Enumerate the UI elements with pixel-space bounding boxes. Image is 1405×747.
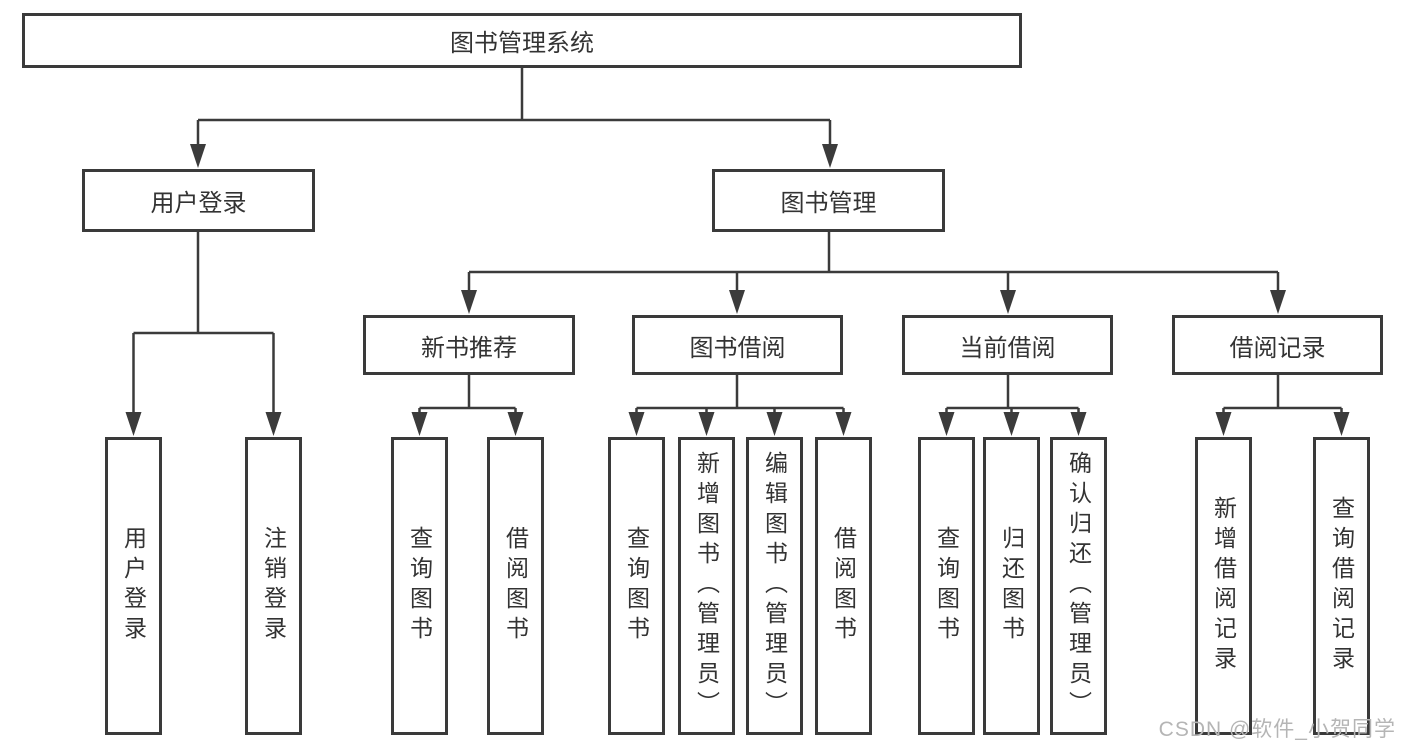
node-user-login: 用户登录	[82, 169, 315, 232]
node-new-book-recommend: 新书推荐	[363, 315, 575, 375]
leaf-current-query-books: 查询图书	[918, 437, 975, 735]
leaf-return-books: 归还图书	[983, 437, 1040, 735]
leaf-logout: 注销登录	[245, 437, 302, 735]
leaf-borrow-query-books: 查询图书	[608, 437, 665, 735]
leaf-edit-books-admin: 编辑图书（管理员）	[746, 437, 803, 735]
node-root: 图书管理系统	[22, 13, 1022, 68]
leaf-add-books-admin: 新增图书（管理员）	[678, 437, 735, 735]
node-book-borrow: 图书借阅	[632, 315, 843, 375]
leaf-borrow-books: 借阅图书	[815, 437, 872, 735]
leaf-add-borrow-record: 新增借阅记录	[1195, 437, 1252, 735]
leaf-confirm-return-admin: 确认归还（管理员）	[1050, 437, 1107, 735]
watermark: CSDN @软件_小贺同学	[1158, 718, 1396, 741]
leaf-recommend-query-books: 查询图书	[391, 437, 448, 735]
leaf-recommend-borrow-books: 借阅图书	[487, 437, 544, 735]
node-current-borrow: 当前借阅	[902, 315, 1113, 375]
node-borrow-records: 借阅记录	[1172, 315, 1383, 375]
node-book-management: 图书管理	[712, 169, 945, 232]
leaf-user-login: 用户登录	[105, 437, 162, 735]
leaf-query-borrow-record: 查询借阅记录	[1313, 437, 1370, 735]
